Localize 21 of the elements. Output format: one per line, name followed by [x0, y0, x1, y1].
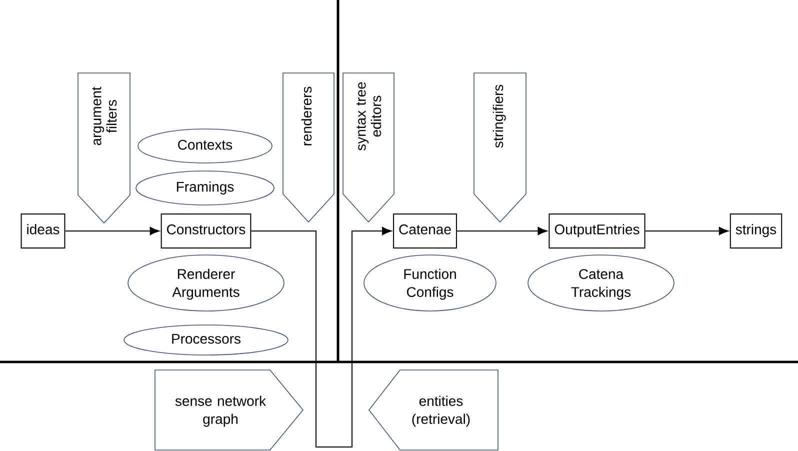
- ellipse-label: Framings: [136, 170, 274, 206]
- process-box: OutputEntries: [548, 214, 646, 248]
- chevron-label: renderers: [282, 72, 334, 223]
- arrow: [644, 226, 728, 236]
- ellipse-label: Renderer Arguments: [128, 254, 284, 312]
- pentagon-label: entities (retrieval): [368, 370, 498, 450]
- chevron-label: syntax tree editors: [342, 72, 394, 223]
- chevron-label: stringifiers: [474, 72, 526, 223]
- arrow: [64, 226, 160, 236]
- chevron-label: argument filters: [78, 72, 130, 224]
- ellipse-label: Catena Trackings: [528, 254, 674, 312]
- ellipse-label: Function Configs: [364, 254, 496, 312]
- ellipse-label: Processors: [124, 324, 288, 356]
- process-box: Catenae: [393, 214, 457, 248]
- process-box: Constructors: [160, 214, 252, 248]
- process-box: ideas: [20, 214, 66, 248]
- arrow: [456, 226, 548, 236]
- process-box: strings: [730, 214, 782, 248]
- arrow: [250, 226, 392, 448]
- ellipse-label: Contexts: [138, 128, 272, 164]
- pentagon-label: sense network graph: [154, 370, 304, 450]
